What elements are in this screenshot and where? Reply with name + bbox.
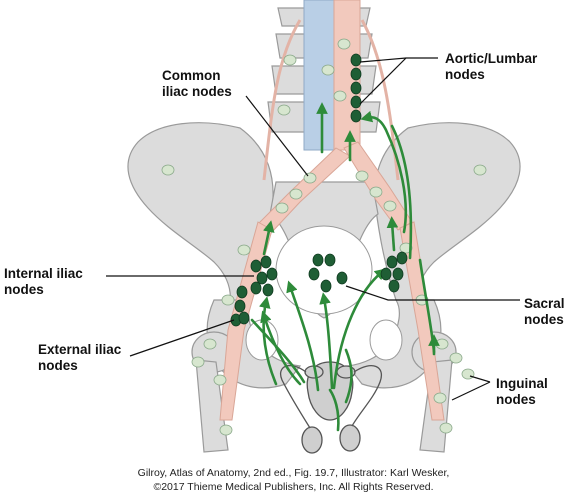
lymph-vessel	[360, 110, 408, 234]
lymph-vessel	[319, 292, 334, 390]
label-line: Internal iliac	[4, 266, 83, 281]
internal-iliac-node	[250, 259, 262, 273]
label-line: Aortic/Lumbar	[445, 51, 538, 66]
aortic-lumbar-node	[350, 67, 362, 81]
lymph-vessel	[328, 388, 340, 432]
lymph-vessel	[262, 220, 275, 256]
lymph-node	[355, 170, 369, 182]
lymph-node	[439, 422, 453, 434]
label-aortic-lumbar-nodes: Aortic/Lumbar nodes	[445, 51, 537, 83]
lumbar-vessel	[262, 19, 302, 181]
right-external-iliac-artery	[399, 221, 445, 421]
label-internal-iliac-nodes: Internal iliac nodes	[4, 266, 83, 298]
lymph-node	[219, 424, 233, 436]
lymph-vessels	[250, 102, 440, 432]
lymph-node	[237, 244, 251, 256]
external-iliac-node	[234, 299, 246, 313]
lymph-node	[461, 368, 475, 380]
right-testis	[339, 424, 361, 452]
label-common-iliac-nodes: Common iliac nodes	[162, 68, 232, 100]
internal-iliac-node	[392, 267, 404, 281]
label-line: External iliac	[38, 342, 122, 357]
external-iliac-node	[238, 311, 250, 325]
internal-iliac-node	[250, 281, 262, 295]
aortic-lumbar-node	[350, 53, 362, 67]
lymph-node	[433, 392, 447, 404]
label-line: nodes	[4, 282, 44, 297]
lymph-node	[221, 294, 235, 306]
label-inguinal-nodes: Inguinal nodes	[496, 376, 548, 408]
leader-common-iliac	[245, 95, 309, 177]
lymph-vessel	[286, 280, 320, 392]
internal-iliac-node	[262, 283, 274, 297]
sacral-node	[336, 271, 348, 285]
lymph-vessel	[386, 216, 399, 252]
lymph-vessel	[260, 310, 302, 386]
ductus-deferens	[351, 365, 382, 427]
leader-inguinal	[451, 381, 491, 401]
label-line: nodes	[445, 67, 485, 82]
label-line: nodes	[496, 392, 536, 407]
internal-iliac-node	[260, 255, 272, 269]
leader-aortic	[359, 57, 407, 105]
lymph-node	[283, 54, 297, 66]
leader-lines	[106, 57, 520, 401]
label-line: Inguinal	[496, 376, 548, 391]
light-nodes	[161, 38, 487, 436]
internal-iliac-node	[396, 251, 408, 265]
lymph-node	[449, 352, 463, 364]
label-line: iliac nodes	[162, 84, 232, 99]
leader-sacral	[345, 285, 520, 301]
lymph-node	[399, 242, 413, 254]
lymph-node	[383, 200, 397, 212]
internal-iliac-node	[266, 267, 278, 281]
lymph-node	[213, 374, 227, 386]
lymph-vessel	[390, 124, 413, 260]
credit-line: Gilroy, Atlas of Anatomy, 2nd ed., Fig. …	[137, 467, 450, 479]
label-line: nodes	[524, 312, 564, 327]
aortic-lumbar-node	[350, 109, 362, 123]
internal-iliac-node	[256, 271, 268, 285]
lymph-node	[289, 188, 303, 200]
leader-aortic	[359, 57, 438, 63]
lymph-node	[473, 164, 487, 176]
label-line: Sacral	[524, 296, 565, 311]
label-line: Common	[162, 68, 221, 83]
obturator-foramen-right	[369, 319, 403, 361]
lymph-node	[277, 104, 291, 116]
left-testis	[301, 426, 323, 454]
lymph-node	[435, 338, 449, 350]
leader-inguinal	[469, 375, 491, 383]
aortic-lumbar-node	[350, 95, 362, 109]
credit-line: ©2017 Thieme Medical Publishers, Inc. Al…	[153, 481, 434, 493]
lymph-node	[161, 164, 175, 176]
internal-iliac-node	[380, 267, 392, 281]
sacral-node	[308, 267, 320, 281]
figure-credit: Gilroy, Atlas of Anatomy, 2nd ed., Fig. …	[0, 466, 587, 494]
label-external-iliac-nodes: External iliac nodes	[38, 342, 121, 374]
label-sacral-nodes: Sacral nodes	[524, 296, 565, 328]
sacral-node	[320, 279, 332, 293]
lymph-vessel	[332, 268, 387, 390]
lymph-vessel	[344, 348, 353, 404]
lymph-node	[321, 64, 335, 76]
lymph-vessel	[250, 318, 306, 384]
lymph-node	[275, 202, 289, 214]
lymph-node	[333, 90, 347, 102]
aortic-lumbar-node	[350, 81, 362, 95]
lymph-node	[369, 186, 383, 198]
sacral-node	[312, 253, 324, 267]
leader-external-iliac	[129, 319, 235, 357]
label-line: nodes	[38, 358, 78, 373]
internal-iliac-node	[386, 255, 398, 269]
lymph-node	[303, 172, 317, 184]
external-iliac-node	[236, 285, 248, 299]
sacral-node	[324, 253, 336, 267]
lymph-node	[203, 338, 217, 350]
dark-nodes	[230, 53, 408, 327]
internal-iliac-node	[388, 279, 400, 293]
lymph-node	[191, 356, 205, 368]
lymph-node	[337, 38, 351, 50]
